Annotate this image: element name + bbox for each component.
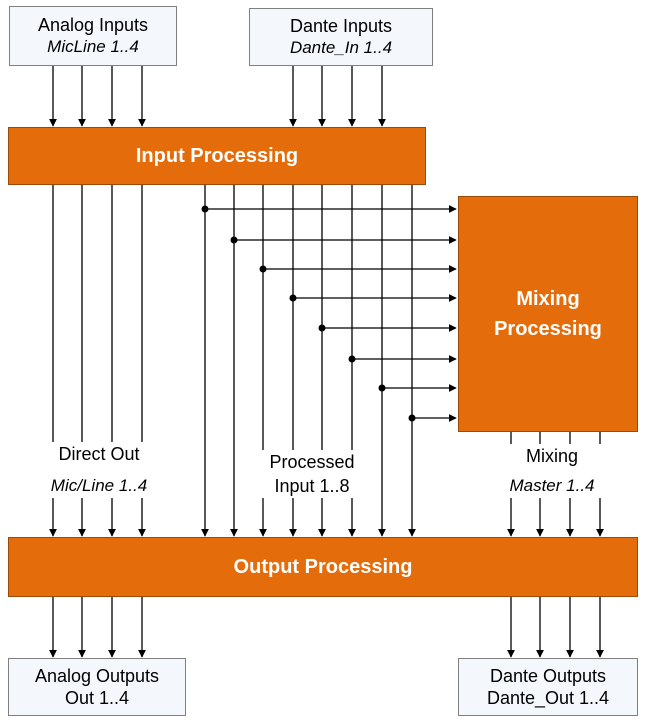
mixing-master-title: Mixing: [525, 446, 578, 466]
direct-out-title: Direct Out: [58, 444, 140, 464]
junction-dot-1: [201, 205, 209, 213]
mixing-processing-label-1: Mixing: [516, 288, 580, 310]
processed-input-sub: Input 1..8: [274, 476, 350, 496]
junction-dot-2: [230, 236, 238, 244]
junction-dot-8: [408, 414, 416, 422]
input-processing-block: Input Processing: [8, 127, 426, 185]
mixing-master-sub: Master 1..4: [509, 476, 595, 495]
mixing-master-label: Mixing Master 1..4: [492, 444, 612, 498]
analog-inputs-box: Analog Inputs MicLine 1..4: [9, 6, 177, 66]
analog-outputs-subtitle: Out 1..4: [64, 688, 130, 708]
dante-outputs-box: Dante Outputs Dante_Out 1..4: [458, 658, 638, 716]
mixing-processing-label-2: Processing: [494, 318, 602, 340]
junction-dot-3: [259, 265, 267, 273]
analog-inputs-subtitle: MicLine 1..4: [47, 37, 139, 56]
dante-inputs-box: Dante Inputs Dante_In 1..4: [249, 8, 433, 66]
processed-input-label: Processed Input 1..8: [252, 450, 372, 498]
direct-out-sub: Mic/Line 1..4: [50, 476, 148, 495]
junction-dot-4: [289, 294, 297, 302]
dante-outputs-title: Dante Outputs: [489, 666, 607, 686]
analog-inputs-title: Analog Inputs: [37, 15, 149, 35]
input-processing-label: Input Processing: [135, 144, 299, 167]
output-processing-label: Output Processing: [233, 555, 413, 578]
analog-outputs-box: Analog Outputs Out 1..4: [8, 658, 186, 716]
mixing-processing-block: Mixing Processing: [458, 196, 638, 432]
dante-outputs-subtitle: Dante_Out 1..4: [486, 688, 610, 708]
output-processing-block: Output Processing: [8, 537, 638, 597]
junction-dot-6: [348, 355, 356, 363]
analog-outputs-title: Analog Outputs: [34, 666, 160, 686]
processed-input-title: Processed: [269, 452, 355, 472]
junction-dot-5: [318, 324, 326, 332]
junction-dot-7: [378, 384, 386, 392]
dante-inputs-title: Dante Inputs: [289, 16, 393, 36]
direct-out-label: Direct Out Mic/Line 1..4: [34, 442, 164, 498]
dante-inputs-subtitle: Dante_In 1..4: [289, 38, 393, 57]
